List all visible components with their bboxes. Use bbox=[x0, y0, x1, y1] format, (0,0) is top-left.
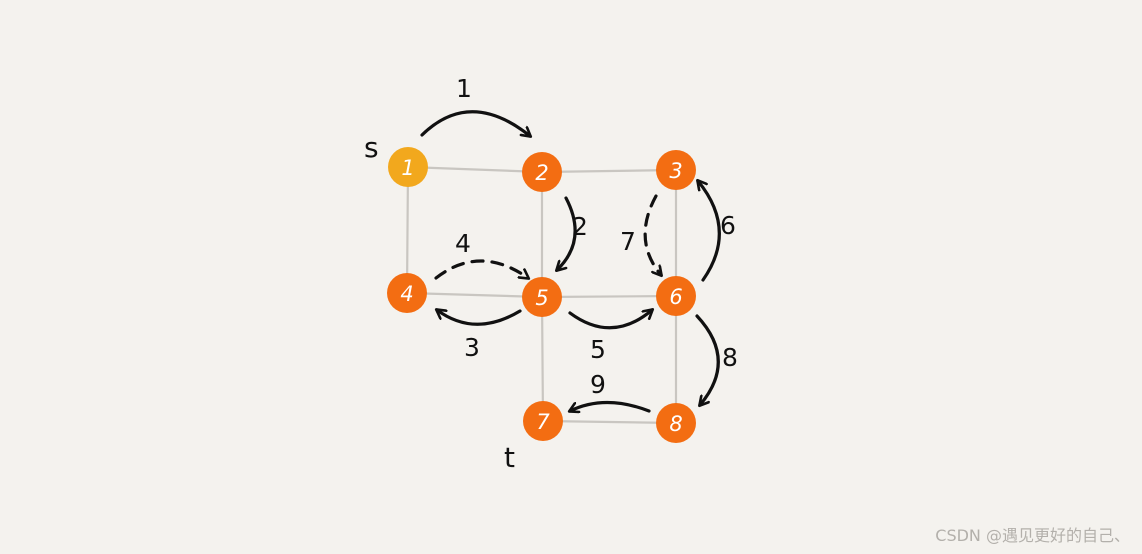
step-arrow-2 bbox=[557, 196, 577, 270]
edge-7-8 bbox=[541, 419, 678, 425]
edge-5-6 bbox=[540, 294, 678, 299]
step-arrow-7 bbox=[643, 194, 661, 275]
node-circle bbox=[656, 403, 696, 443]
edge-4-5 bbox=[405, 291, 544, 299]
node-circle bbox=[656, 150, 696, 190]
step-label-7: 7 bbox=[620, 227, 636, 256]
step-label-8: 8 bbox=[722, 343, 738, 372]
node-6: 6 bbox=[656, 276, 696, 316]
step-label-2: 2 bbox=[572, 212, 588, 241]
edges-layer bbox=[405, 165, 678, 425]
step-label-1: 1 bbox=[456, 74, 472, 103]
step-arrow-4 bbox=[434, 259, 528, 278]
node-5: 5 bbox=[522, 277, 562, 317]
node-circle bbox=[388, 147, 428, 187]
target-label: t bbox=[504, 441, 515, 474]
node-3: 3 bbox=[656, 150, 696, 190]
step-arrow-1 bbox=[420, 110, 530, 136]
step-arrow-8 bbox=[695, 314, 720, 405]
node-label: 6 bbox=[669, 285, 682, 309]
node-8: 8 bbox=[656, 403, 696, 443]
node-label: 4 bbox=[400, 282, 413, 306]
node-label: 2 bbox=[535, 161, 548, 185]
step-label-4: 4 bbox=[455, 229, 471, 258]
edge-1-2 bbox=[406, 165, 544, 174]
edge-2-3 bbox=[540, 168, 678, 174]
csdn-watermark: CSDN @遇见更好的自己、 bbox=[935, 526, 1130, 545]
node-circle bbox=[387, 273, 427, 313]
node-circle bbox=[522, 152, 562, 192]
step-arrow-9 bbox=[570, 400, 651, 412]
node-circle bbox=[656, 276, 696, 316]
edge-5-7 bbox=[540, 295, 545, 423]
step-label-6: 6 bbox=[720, 211, 736, 240]
step-arrow-6 bbox=[698, 181, 721, 282]
node-label: 3 bbox=[669, 159, 682, 183]
step-label-5: 5 bbox=[590, 335, 606, 364]
step-label-3: 3 bbox=[464, 333, 480, 362]
node-label: 5 bbox=[535, 286, 548, 310]
node-label: 1 bbox=[401, 156, 414, 180]
node-circle bbox=[523, 401, 563, 441]
traversal-arrows-layer bbox=[420, 110, 721, 412]
step-arrow-5 bbox=[568, 310, 652, 330]
edge-1-4 bbox=[405, 165, 410, 295]
node-label: 8 bbox=[669, 412, 682, 436]
source-label: s bbox=[364, 131, 379, 164]
node-4: 4 bbox=[387, 273, 427, 313]
step-label-9: 9 bbox=[590, 370, 606, 399]
node-2: 2 bbox=[522, 152, 562, 192]
nodes-layer: 1 2 3 4 5 6 7 8 bbox=[387, 147, 696, 443]
node-circle bbox=[522, 277, 562, 317]
node-1: 1 bbox=[388, 147, 428, 187]
node-label: 7 bbox=[536, 410, 550, 434]
node-7: 7 bbox=[523, 401, 563, 441]
step-arrow-3 bbox=[437, 310, 522, 326]
step-labels-layer: 1 2 3 4 5 6 7 8 9 bbox=[455, 74, 738, 399]
